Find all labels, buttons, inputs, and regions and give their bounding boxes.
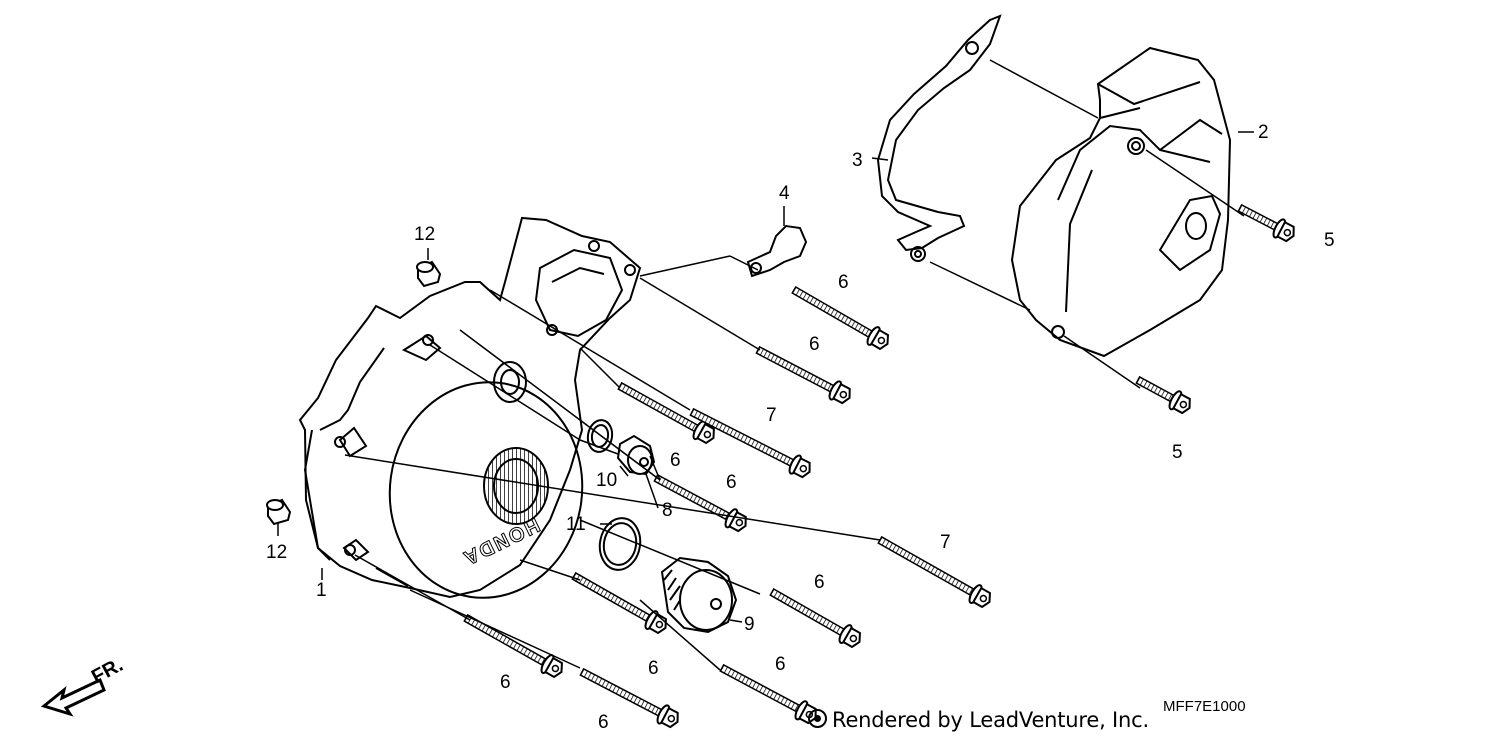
callout-5b: 5 xyxy=(1172,442,1183,463)
callout-8: 8 xyxy=(662,500,673,521)
front-arrow-icon xyxy=(40,677,106,717)
bolt xyxy=(653,473,747,533)
callout-7a: 7 xyxy=(766,405,777,426)
bolt xyxy=(791,285,890,351)
callout-6i: 6 xyxy=(598,712,609,733)
bolt xyxy=(769,587,862,649)
callout-6f: 6 xyxy=(775,654,786,675)
callout-6d: 6 xyxy=(726,472,737,493)
callout-7b: 7 xyxy=(940,532,951,553)
callout-labels: 1 2 3 4 5 5 6 6 6 6 6 6 6 6 6 7 7 8 9 10… xyxy=(266,122,1335,733)
callout-6b: 6 xyxy=(809,334,820,355)
render-credit-text: Rendered by LeadVenture, Inc. xyxy=(832,708,1149,732)
callout-3: 3 xyxy=(852,150,863,171)
bolts xyxy=(463,203,1295,729)
front-direction-marker: FR. xyxy=(40,654,127,717)
bolt xyxy=(1135,375,1191,415)
callout-6h: 6 xyxy=(500,672,511,693)
bolt xyxy=(1237,203,1295,243)
callout-9: 9 xyxy=(744,614,755,635)
callout-10: 10 xyxy=(596,470,617,491)
diagram-code: MFF7E1000 xyxy=(1163,698,1246,715)
dowel-pins xyxy=(266,260,442,526)
callout-6c: 6 xyxy=(670,450,681,471)
callout-12b: 12 xyxy=(266,542,287,563)
callout-6e: 6 xyxy=(814,572,825,593)
bolt xyxy=(877,535,991,609)
cover-gasket xyxy=(876,14,1002,262)
leader-lines xyxy=(277,59,1254,671)
callout-6a: 6 xyxy=(838,272,849,293)
callout-11: 11 xyxy=(566,514,586,535)
callout-5a: 5 xyxy=(1324,230,1335,251)
left-crankcase-cover: HONDA xyxy=(298,216,642,599)
bolt xyxy=(689,407,811,479)
bolt xyxy=(617,381,715,445)
bolt xyxy=(755,345,851,405)
callout-12a: 12 xyxy=(414,224,435,245)
callout-6g: 6 xyxy=(648,658,659,679)
leadventure-logo-icon xyxy=(808,709,827,728)
bolt xyxy=(719,663,817,725)
cable-clamp xyxy=(746,224,808,278)
render-credit: Rendered by LeadVenture, Inc. xyxy=(808,708,1149,732)
timing-hole-cap xyxy=(616,434,656,476)
callout-2: 2 xyxy=(1258,122,1269,143)
starter-motor-cover xyxy=(1010,46,1232,358)
bolt xyxy=(579,667,679,729)
brand-text: HONDA xyxy=(458,513,543,569)
callout-1: 1 xyxy=(316,580,327,601)
bolt xyxy=(463,613,563,679)
bolt xyxy=(571,571,667,635)
callout-4: 4 xyxy=(779,183,790,204)
